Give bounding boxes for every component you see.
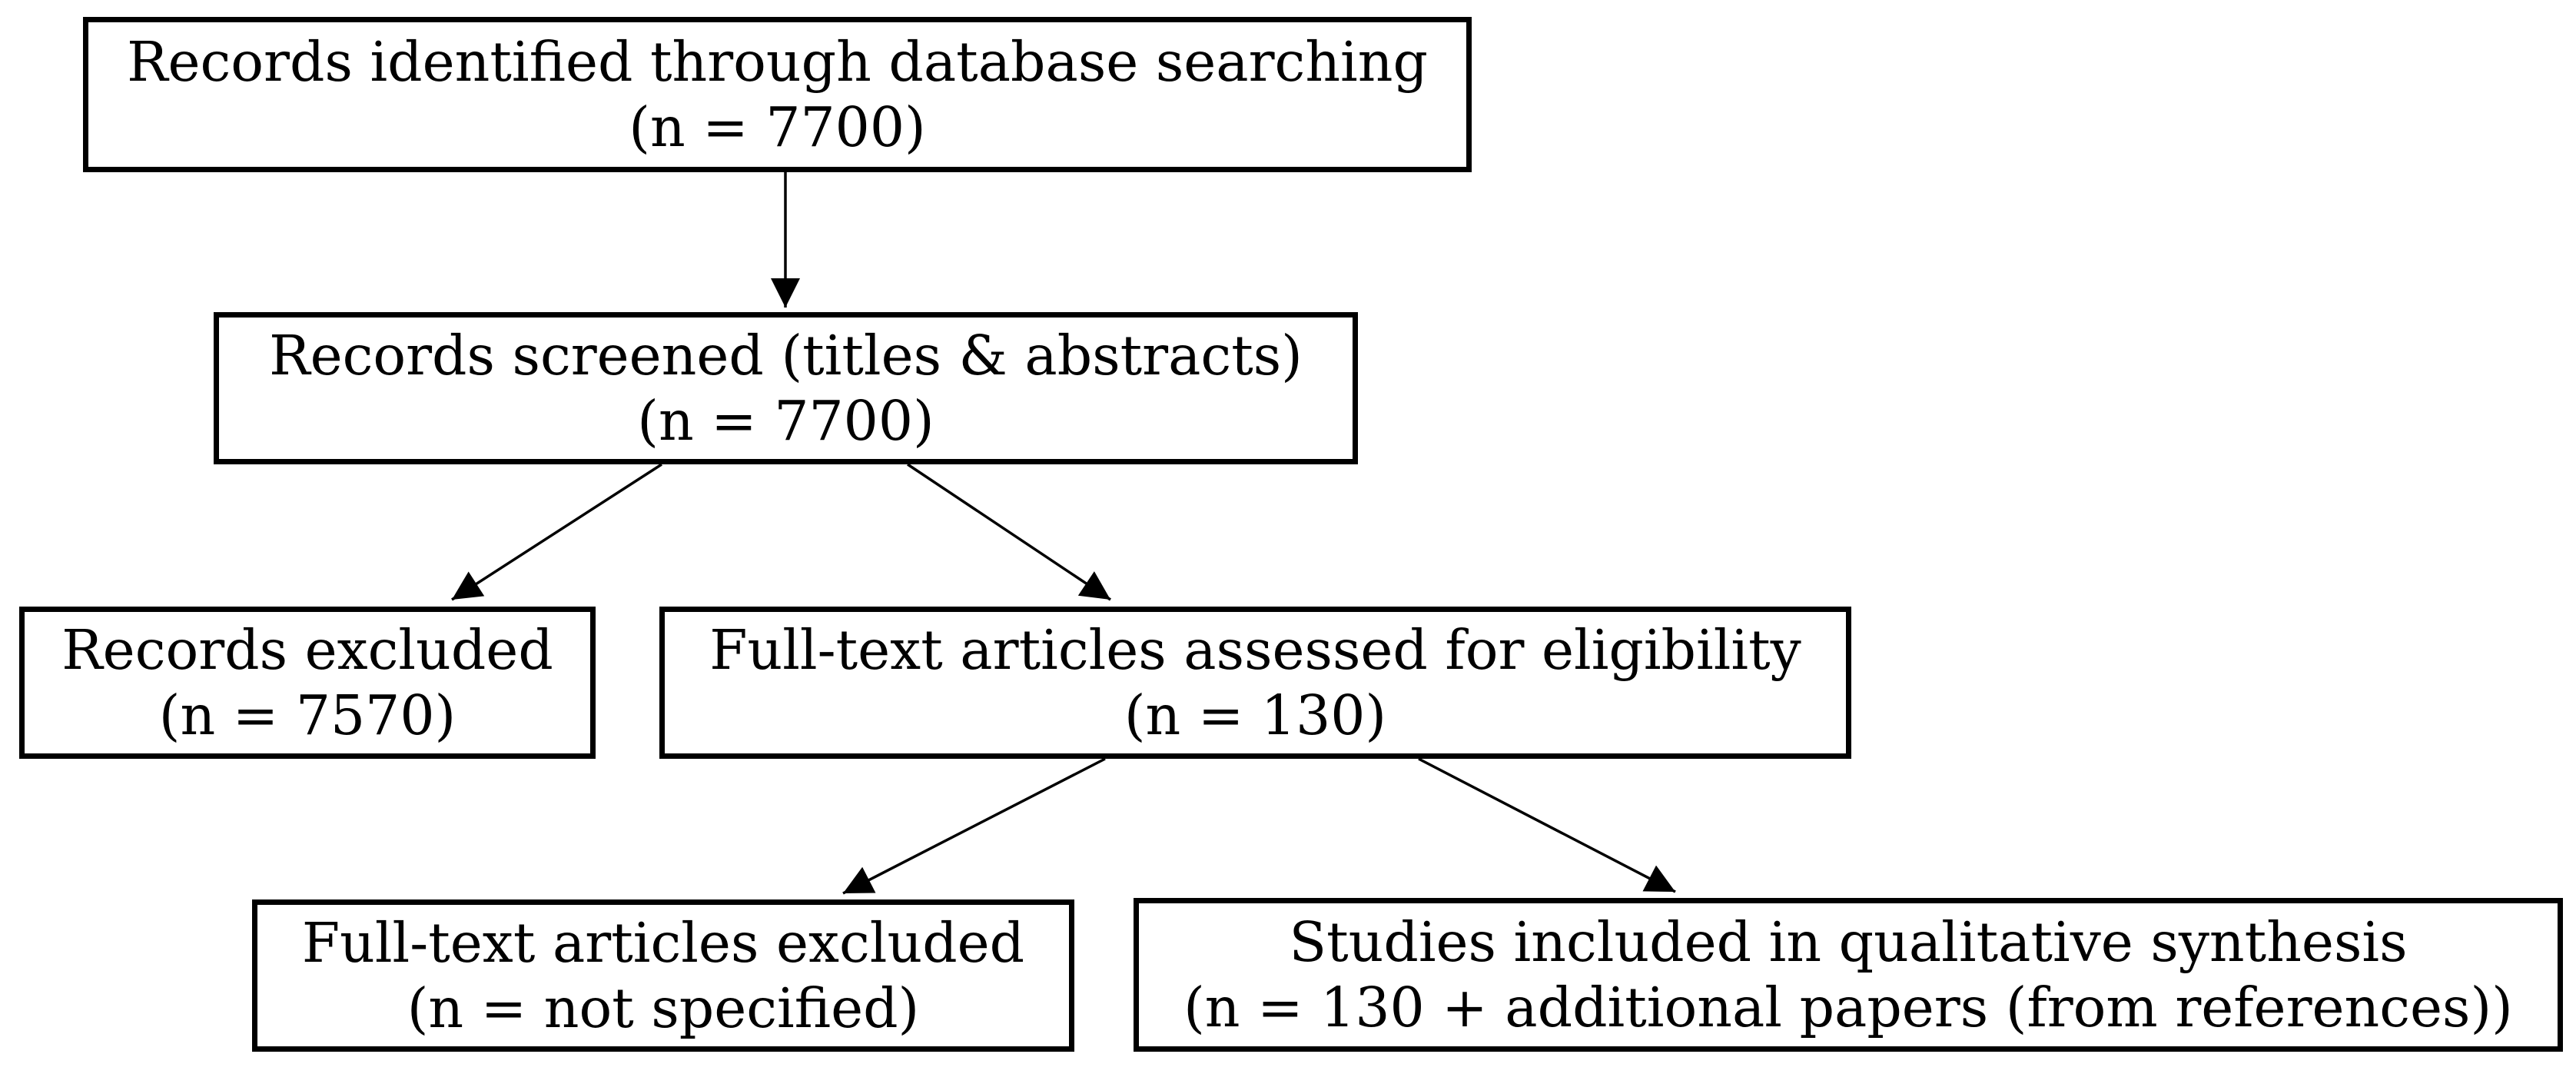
node-records-identified-label: Records identified through database sear… [127, 29, 1428, 94]
node-records-identified: Records identified through database sear… [83, 17, 1472, 172]
node-records-excluded-label: Records excluded [61, 617, 553, 682]
edge-fulltext-assessed-to-studies-included [1418, 757, 1676, 893]
edge-screened-to-fulltext-assessed [907, 463, 1111, 601]
node-studies-included-count: (n = 130 + additional papers (from refer… [1183, 976, 2513, 1039]
node-records-excluded: Records excluded (n = 7570) [19, 607, 596, 759]
node-records-screened-label: Records screened (titles & abstracts) [269, 323, 1303, 387]
node-records-excluded-count: (n = 7570) [158, 683, 456, 747]
node-studies-included-label: Studies included in qualitative synthesi… [1289, 909, 2408, 974]
node-records-screened: Records screened (titles & abstracts) (n… [214, 312, 1358, 464]
node-fulltext-assessed-count: (n = 130) [1124, 683, 1387, 747]
edge-screened-to-records-excluded [451, 463, 662, 601]
node-fulltext-assessed-label: Full-text articles assessed for eligibil… [709, 617, 1801, 682]
node-fulltext-assessed: Full-text articles assessed for eligibil… [659, 607, 1851, 759]
node-studies-included: Studies included in qualitative synthesi… [1134, 898, 2563, 1052]
node-fulltext-excluded-label: Full-text articles excluded [301, 910, 1025, 975]
node-fulltext-excluded: Full-text articles excluded (n = not spe… [252, 899, 1074, 1052]
node-records-screened-count: (n = 7700) [637, 389, 934, 453]
node-records-identified-count: (n = 7700) [629, 95, 926, 159]
edge-fulltext-assessed-to-fulltext-excluded [842, 757, 1106, 895]
node-fulltext-excluded-count: (n = not specified) [407, 976, 920, 1040]
